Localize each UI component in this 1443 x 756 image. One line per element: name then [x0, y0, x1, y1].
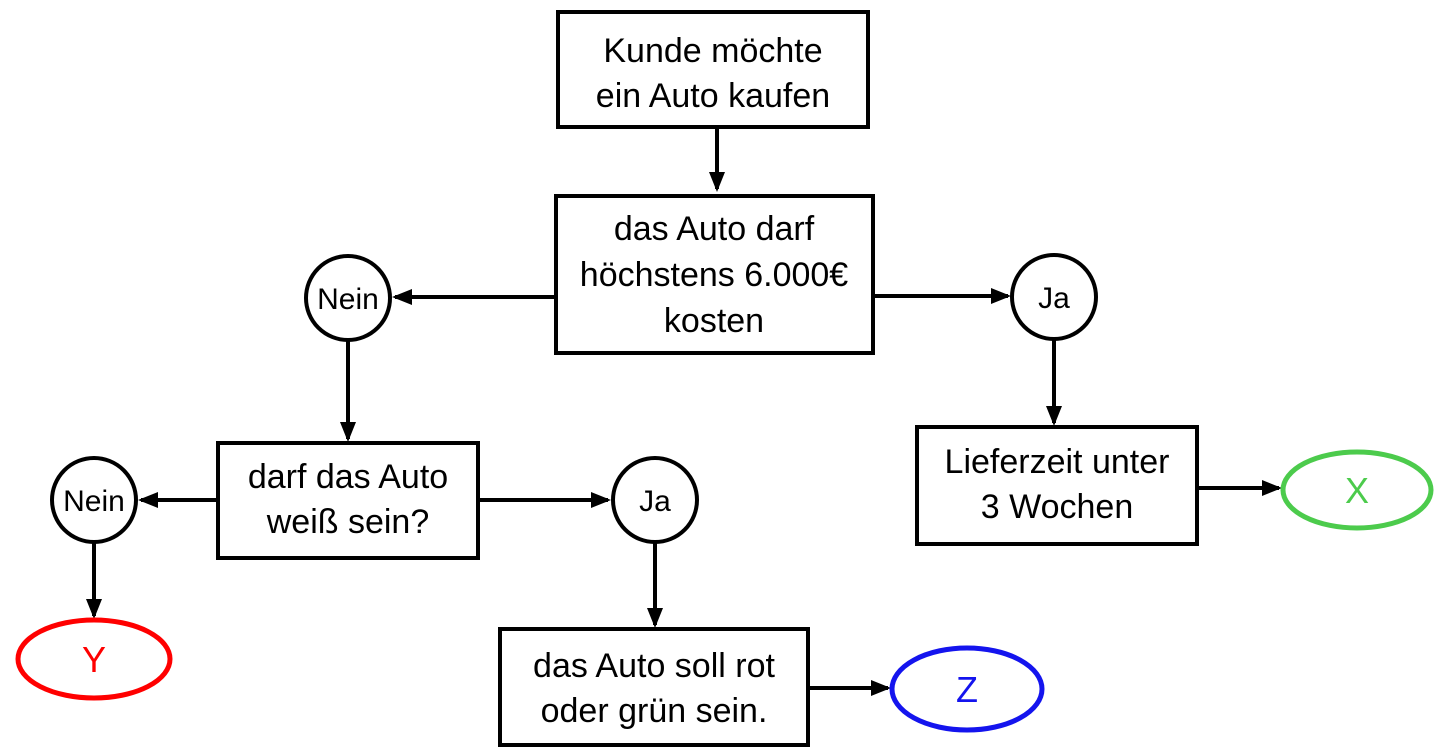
color-preference-label-line-2: oder grün sein. [541, 692, 768, 730]
white-question-label-line-2: weiß sein? [266, 503, 430, 541]
delivery-time-label-line-2: 3 Wochen [981, 488, 1133, 526]
color-preference-label-line-1: das Auto soll rot [533, 647, 775, 685]
price-condition-label-line-3: kosten [664, 302, 764, 340]
price-condition-box [554, 194, 875, 355]
start-box-label-line-1: Kunde möchte [603, 32, 822, 70]
ja-circle-price [1010, 253, 1098, 341]
white-question-box [216, 441, 480, 560]
nein-circle-white [50, 456, 138, 544]
nein-circle-white-label: Nein [63, 485, 125, 518]
price-condition-label-line-2: höchstens 6.000€ [580, 256, 849, 294]
terminal-z-ellipse [889, 645, 1045, 733]
terminal-y-label: Y [82, 639, 106, 680]
white-question-label-line-1: darf das Auto [248, 458, 448, 496]
terminal-x-label: X [1345, 470, 1369, 511]
ja-circle-white-label: Ja [639, 485, 671, 518]
start-box-label-line-2: ein Auto kaufen [596, 77, 830, 115]
color-preference-box [498, 627, 810, 747]
ja-circle-price-label: Ja [1038, 282, 1070, 315]
terminal-z-label: Z [956, 669, 978, 710]
delivery-time-label-line-1: Lieferzeit unter [945, 443, 1170, 481]
ja-circle-white [611, 456, 699, 544]
nein-circle-price [304, 254, 392, 342]
terminal-y-ellipse [15, 617, 173, 701]
nein-circle-price-label: Nein [317, 283, 379, 316]
price-condition-label-line-1: das Auto darf [614, 210, 815, 248]
delivery-time-box [915, 425, 1199, 546]
terminal-x-ellipse [1280, 449, 1434, 531]
start-box [556, 10, 870, 129]
